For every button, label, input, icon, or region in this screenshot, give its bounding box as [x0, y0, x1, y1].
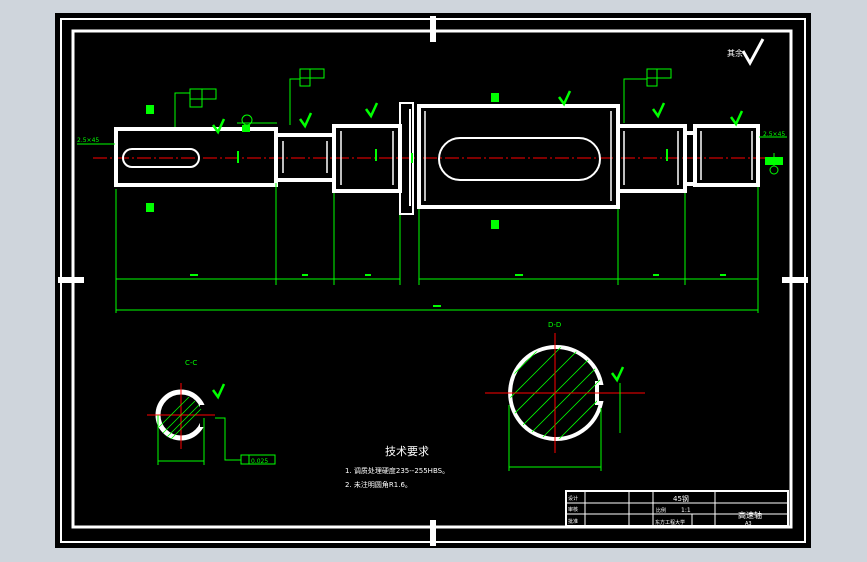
title-block-scale-value: 1:1: [681, 507, 691, 514]
tech-requirement-1: 1. 调质处理硬度235--255HBS。: [345, 466, 449, 475]
outer-frame: [60, 18, 806, 543]
section-dd-label: D-D: [548, 321, 561, 329]
flatness-symbol-box: [240, 454, 250, 465]
tolerance-value: 0.025: [251, 458, 268, 465]
keyway-left: [122, 148, 200, 168]
section-cc-label: C-C: [185, 359, 197, 367]
surface-finish-icon: [741, 38, 765, 67]
center-mark-top: [430, 16, 436, 42]
section-cc: [147, 383, 215, 465]
title-block: [565, 490, 789, 527]
center-mark-right: [782, 277, 808, 283]
surface-finish-label: 其余: [727, 48, 743, 58]
cad-drawing: 其余: [58, 16, 808, 546]
title-block-scale-label: 比例: [656, 507, 666, 514]
tech-requirement-2: 2. 未注明圆角R1.6。: [345, 480, 412, 489]
chamfer-right-label: 2.5×45: [763, 131, 785, 138]
tech-requirements-title: 技术要求: [385, 445, 429, 458]
center-mark-left: [58, 277, 84, 283]
title-block-material: 45钢: [673, 494, 689, 503]
shaft-outline: [114, 104, 760, 209]
keyway-main: [438, 137, 601, 181]
title-block-company: 东方工程大学: [655, 519, 685, 526]
title-block-sheet-size: A3: [745, 521, 752, 527]
drawing-sheet: 其余: [55, 13, 811, 548]
tolerance-leader: [215, 417, 241, 461]
dimension-marks: [190, 274, 726, 307]
diameter-marks: [237, 149, 668, 163]
extension-lines: [115, 183, 759, 313]
title-block-row-label-3: 批准: [568, 518, 578, 525]
roughness-marks: [211, 90, 744, 400]
tolerance-leaders: [174, 68, 779, 175]
center-mark-bottom: [430, 520, 436, 546]
datum-markers: [146, 93, 783, 229]
title-block-row-label-2: 审核: [568, 506, 578, 513]
title-block-row-label-1: 设计: [568, 495, 578, 502]
tolerance-frame: [248, 454, 276, 465]
dimension-lines: [116, 278, 758, 311]
title-block-part-name: 高速轴: [738, 510, 762, 520]
shoulder-lines: [282, 111, 753, 201]
chamfer-left-label: 2.5×45: [77, 137, 99, 144]
